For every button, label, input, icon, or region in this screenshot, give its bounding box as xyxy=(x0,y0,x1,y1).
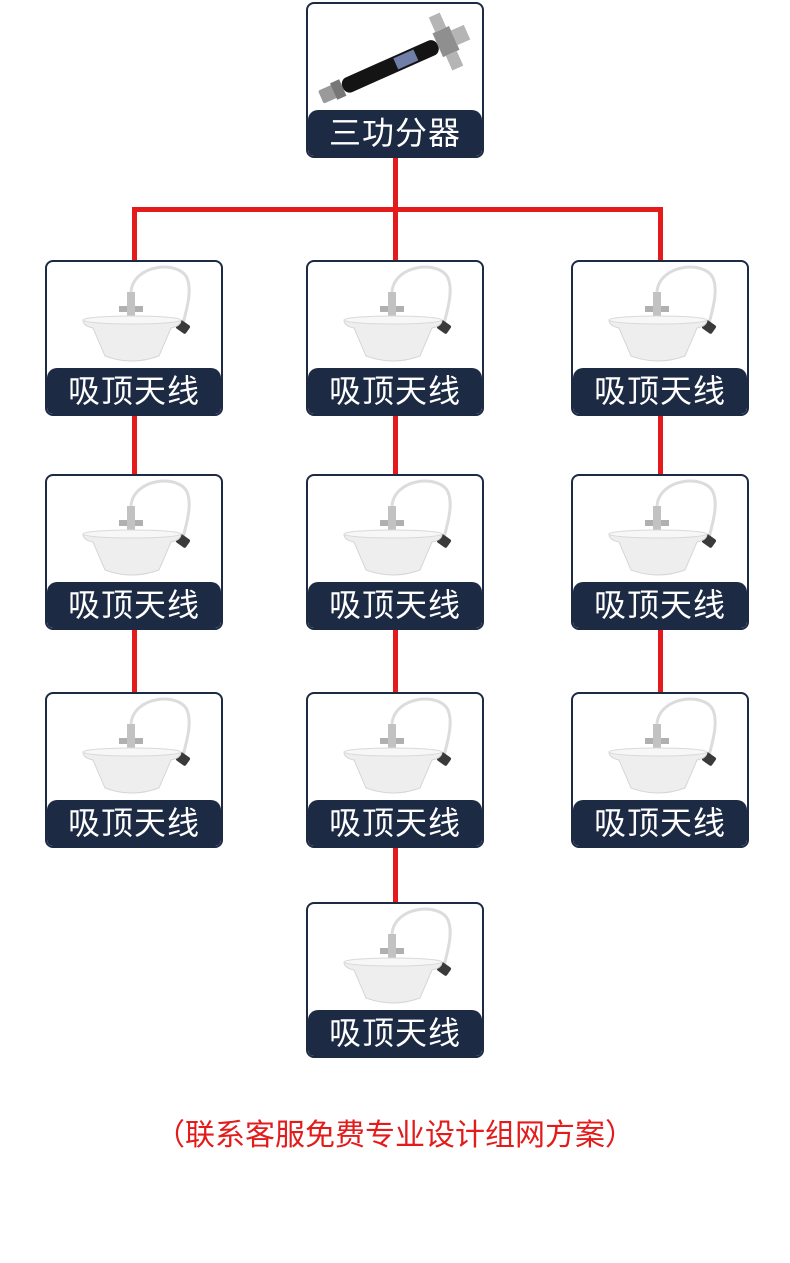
ceiling-antenna-image xyxy=(82,479,191,576)
ceiling-antenna-image xyxy=(608,479,717,576)
antenna-node-c1-r2-picture xyxy=(47,476,221,584)
column-1-link-1 xyxy=(132,416,137,474)
antenna-node-c2-r4: 吸顶天线 xyxy=(306,902,484,1058)
column-1-link-2 xyxy=(132,630,137,692)
antenna-node-c1-r1: 吸顶天线 xyxy=(45,260,223,416)
ceiling-antenna-image xyxy=(343,479,452,576)
antenna-node-c3-r1-picture xyxy=(573,262,747,370)
antenna-node-c2-r1-picture xyxy=(308,262,482,370)
antenna-node-c3-r3: 吸顶天线 xyxy=(571,692,749,848)
ceiling-antenna-image xyxy=(343,265,452,362)
antenna-node-c2-r4-picture xyxy=(308,904,482,1012)
column-1-feed-line xyxy=(132,207,137,260)
antenna-node-c2-r1: 吸顶天线 xyxy=(306,260,484,416)
antenna-node-c3-r1: 吸顶天线 xyxy=(571,260,749,416)
column-3-link-2 xyxy=(658,630,663,692)
column-2-link-1 xyxy=(393,416,398,474)
antenna-node-c2-r2-label: 吸顶天线 xyxy=(308,582,482,628)
column-2-link-2 xyxy=(393,630,398,692)
antenna-node-c2-r4-label: 吸顶天线 xyxy=(308,1010,482,1056)
antenna-node-c3-r2-label: 吸顶天线 xyxy=(573,582,747,628)
antenna-node-c3-r3-picture xyxy=(573,694,747,802)
antenna-node-c3-r2: 吸顶天线 xyxy=(571,474,749,630)
ceiling-antenna-image xyxy=(343,697,452,794)
antenna-node-c3-r3-label: 吸顶天线 xyxy=(573,800,747,846)
antenna-node-c2-r3-label: 吸顶天线 xyxy=(308,800,482,846)
antenna-node-c1-r3: 吸顶天线 xyxy=(45,692,223,848)
power-splitter-node-label: 三功分器 xyxy=(308,110,482,156)
column-3-link-1 xyxy=(658,416,663,474)
ceiling-antenna-image xyxy=(608,265,717,362)
ceiling-antenna-image xyxy=(343,907,452,1004)
power-splitter-image xyxy=(318,12,471,104)
ceiling-antenna-image xyxy=(82,697,191,794)
antenna-node-c2-r2: 吸顶天线 xyxy=(306,474,484,630)
antenna-node-c1-r1-label: 吸顶天线 xyxy=(47,368,221,414)
antenna-node-c1-r3-picture xyxy=(47,694,221,802)
antenna-node-c3-r1-label: 吸顶天线 xyxy=(573,368,747,414)
antenna-node-c1-r2: 吸顶天线 xyxy=(45,474,223,630)
footer-note: （联系客服免费专业设计组网方案） xyxy=(155,1118,635,1153)
column-3-feed-line xyxy=(658,207,663,260)
antenna-node-c2-r3-picture xyxy=(308,694,482,802)
antenna-node-c1-r1-picture xyxy=(47,262,221,370)
power-splitter-node-picture xyxy=(308,4,482,112)
antenna-node-c1-r2-label: 吸顶天线 xyxy=(47,582,221,628)
ceiling-antenna-image xyxy=(82,265,191,362)
antenna-node-c3-r2-picture xyxy=(573,476,747,584)
splitter-drop-line xyxy=(393,158,398,212)
antenna-node-c2-r1-label: 吸顶天线 xyxy=(308,368,482,414)
column-2-link-3 xyxy=(393,848,398,902)
antenna-node-c2-r3: 吸顶天线 xyxy=(306,692,484,848)
power-splitter-node: 三功分器 xyxy=(306,2,484,158)
column-2-feed-line xyxy=(393,207,398,260)
ceiling-antenna-image xyxy=(608,697,717,794)
antenna-node-c1-r3-label: 吸顶天线 xyxy=(47,800,221,846)
antenna-node-c2-r2-picture xyxy=(308,476,482,584)
